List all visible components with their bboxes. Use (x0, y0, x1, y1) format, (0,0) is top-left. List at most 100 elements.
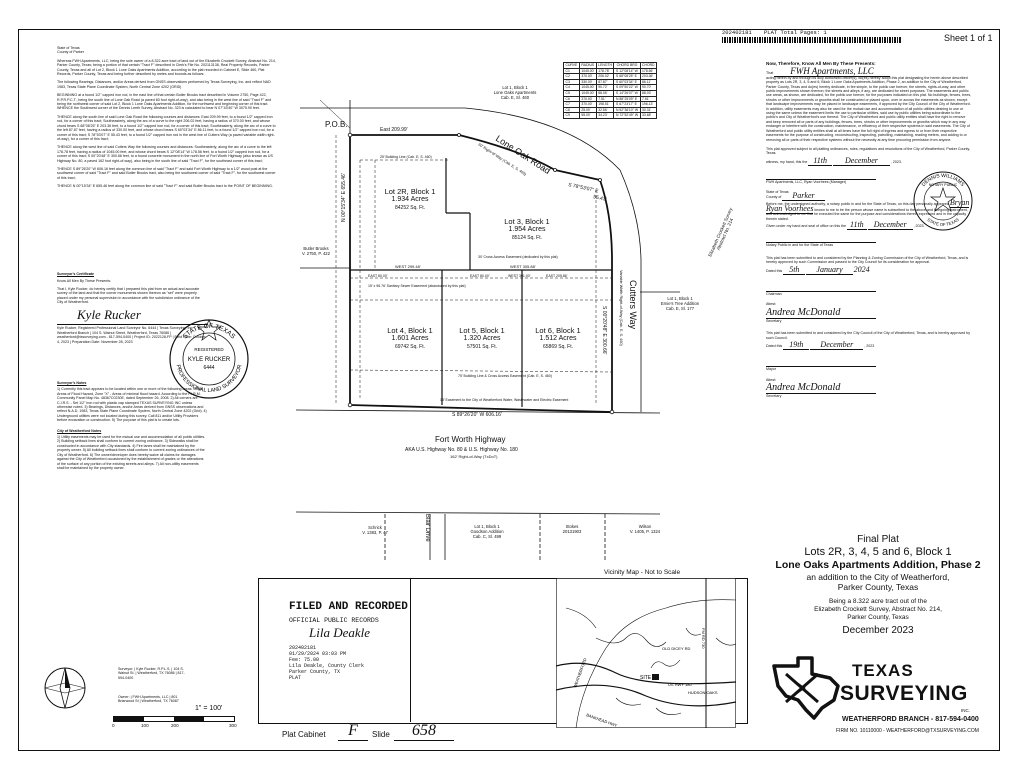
lot-4-title: Lot 4, Block 1 (387, 326, 433, 335)
given-month: December (867, 219, 913, 230)
dedication-block: Now, Therefore, Know All Men By These Pr… (766, 61, 972, 399)
s78-dist-label: 55.43' (593, 194, 607, 203)
curve-c2 (458, 134, 556, 171)
state-line: State of Texas (57, 46, 80, 50)
lot-2r-label: Lot 2R, Block 1 1.934 Acres 84252 Sq. Ft… (380, 188, 440, 212)
curve-table-cell: N 52°36'10" W (613, 106, 641, 114)
curve-table-cell: C9 (563, 112, 580, 119)
curve-col-chord: CHORD (639, 62, 657, 69)
clerk-signature: Lila Deakle (309, 625, 371, 640)
plat-cabinet-label: Plat Cabinet (282, 730, 326, 739)
pob-label: P.O.B. (325, 120, 348, 129)
scale-tick-100: 100 (141, 723, 149, 728)
sheet-number: Sheet 1 of 1 (944, 33, 993, 43)
curve-table-cell: 7.51' (639, 95, 657, 103)
pz-text: This plat has been submitted to and cons… (766, 255, 969, 265)
seal-registered: REGISTERED (194, 347, 224, 352)
notary-caption: Notary Public in and for the State of Te… (766, 242, 876, 247)
surveyor-cert-subtitle: Know All Men By These Presents: (57, 279, 112, 284)
east-301-label: WEST 301.00' (508, 274, 531, 278)
curve-table-cell: 370.00' (578, 95, 597, 103)
adjoiner-lone-oaks: Lot 1, Block 1 Lone Oaks Apartments Cab.… (493, 85, 537, 100)
seal-name: KYLE RUCKER (188, 357, 231, 363)
curve-col-chord-brg: CHORD BRG (613, 62, 641, 69)
corner-monument-2 (553, 168, 557, 172)
witness-line: witness, my hand, this the 11th December… (766, 155, 972, 166)
scale-tick-0: 0 (112, 723, 115, 728)
curve-table-cell: S 60°03'34" E (613, 78, 641, 86)
title-line-8: Parker County, Texas (847, 614, 909, 621)
fort-worth-aka-label: AKA U.S. Highway No. 80 & U.S. Highway N… (405, 447, 518, 453)
curve-col-curve: CURVE (563, 62, 580, 69)
lot-2r-title: Lot 2R, Block 1 (384, 187, 436, 196)
before-me-text: Before me, the undersigned authority, a … (766, 198, 972, 221)
curve-table-cell: S 68°08'25" E (613, 73, 641, 80)
witness-day: 11th (808, 155, 832, 166)
chairman-caption: Chairman (766, 291, 876, 296)
cutters-way-label: Cutters Way (628, 280, 638, 330)
vicinity-label-1: US HWY 180 (668, 682, 692, 687)
chairman-signature: ​ (766, 277, 972, 291)
building-line-top-label: 25' Building Line (Cab. E, S. 460) (380, 155, 432, 159)
pz-dated-prefix: Dated this (766, 268, 783, 273)
hwy-south-row (295, 511, 661, 515)
adjoiner-ernies-tree: Lot 1, Block 1 Ernie's Tree Addition Cab… (660, 296, 700, 311)
witness-month: December (833, 155, 890, 166)
curve-table-cell: 90.70' (639, 84, 657, 91)
curve-table-cell: 1045.00' (578, 67, 597, 75)
slide-label: Slide (372, 730, 390, 739)
title-line-7: Elizabeth Crockett Survey, Abstract No. … (814, 606, 942, 613)
west-299-label: WEST 299.48' (395, 264, 421, 269)
adjoiner-stokes: Stokes 20131903 (562, 524, 582, 534)
witness-prefix: witness, my hand, this the (766, 159, 808, 164)
surveyor-cert-title: Surveyor's Certificate (57, 272, 95, 276)
adjoiner-wilson: Wilson V. 1405, P. 1324 (629, 524, 661, 534)
title-line-4: an addition to the City of Weatherford, (806, 572, 950, 582)
water-easement-label: 15' Easement to the City of Weatherford … (440, 398, 568, 402)
beginning-paragraph: BEGINNING at a found 1/2" capped iron ro… (57, 93, 272, 111)
filed-title: FILED AND RECORDED (289, 601, 408, 613)
building-line-south (349, 369, 613, 373)
lot-3-sqft: 85124 Sq. Ft. (511, 235, 543, 241)
adjoiner-butler-brooks: Butler Brooks V. 2750, P. 422 (302, 246, 330, 256)
curve-table-cell: S 09°50'22" W (613, 84, 641, 91)
curve-table-cell: 34.23' (595, 112, 615, 119)
sanitary-easement-label: 15' x 96.76' Sanitary Sewer Easement (ab… (368, 284, 466, 288)
curve-table-cell: 55.00' (578, 112, 597, 119)
curve-table-header: CURVE RADIUS LENGTH CHORD BRG CHORD (563, 62, 657, 69)
curve-table-cell: S 67°23'17" E (613, 101, 641, 108)
that-line: That FWH Apartments, LLC (766, 66, 972, 78)
city-notes-title: City of Weatherford Notes (57, 428, 102, 433)
texas-surveying-logo-icon (772, 656, 840, 720)
corner-monument-3 (598, 178, 602, 182)
east-80-b-label: EAST 80.00' (470, 274, 490, 278)
lot-2r-acres: 1.934 Acres (391, 196, 429, 203)
lone-oak-curve-north (464, 107, 621, 171)
corner-monument-5 (347, 402, 353, 408)
witness-year: , 2023. (890, 159, 902, 164)
title-line-5: Parker County, Texas (837, 582, 919, 592)
secretary-caption-1: Secretary (766, 317, 876, 323)
county-handwritten: Parker (782, 190, 825, 201)
south-bearing-label: S 89°26'20" W 606.16' (452, 412, 502, 418)
curve-table-cell: 1045.00' (578, 90, 597, 97)
pob-leader (319, 99, 351, 129)
cutters-row-label: Variable Width Right-of-Way (Cab. E, S. … (619, 270, 623, 346)
curve-table-cell: 86.11' (639, 78, 657, 86)
appeared-name: Bryan Ryan Voorhees (766, 198, 970, 214)
cutters-curve-east (619, 169, 642, 261)
given-line: Given under my hand and seal of office o… (766, 219, 972, 230)
pz-month: January (806, 264, 853, 275)
thence-paragraph-1: THENCE along the south line of said Lone… (57, 114, 276, 141)
filed-subtitle: OFFICIAL PUBLIC RECORDS (289, 617, 379, 624)
council-text: This plat has been submitted to and cons… (766, 331, 971, 340)
west-bearing-label: N 00°15'34" E 655.46' (341, 173, 347, 222)
blair-drive-label: Blair Drive (424, 514, 430, 542)
curve-table-cell: 178.56' (639, 67, 657, 75)
curve-table-cell: S 12°08'14" W (613, 67, 641, 75)
sheet-border (18, 29, 1000, 751)
